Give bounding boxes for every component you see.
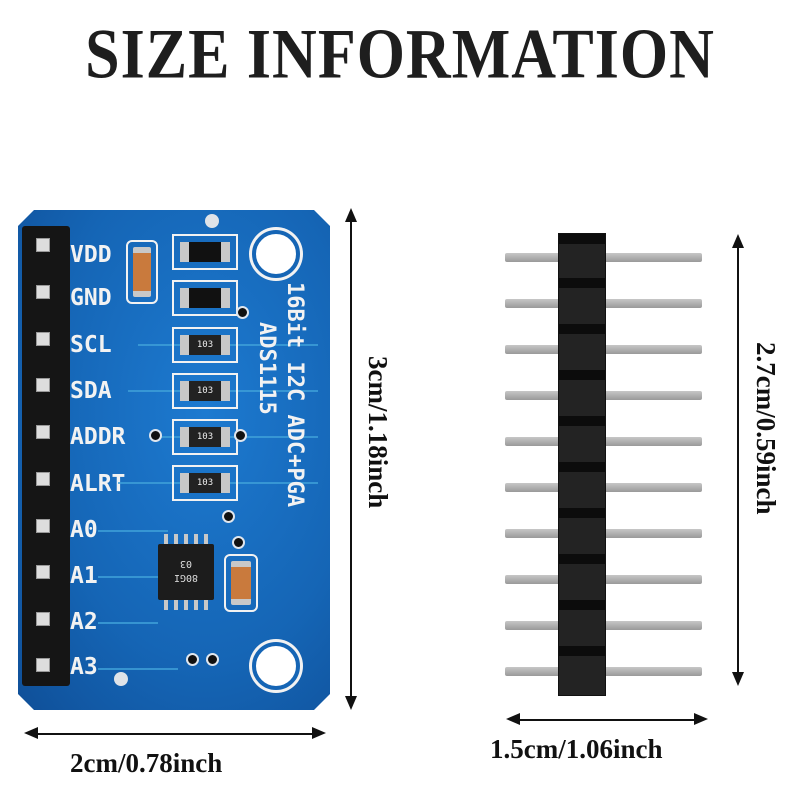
arrow-right-icon — [694, 713, 708, 725]
arrow-left-icon — [24, 727, 38, 739]
resistor: 103 — [180, 427, 230, 447]
chip-leg — [204, 600, 208, 610]
pin-label-vdd: VDD — [70, 242, 112, 268]
pin-label-a3: A3 — [70, 654, 98, 680]
header-width-line — [512, 719, 702, 721]
via — [236, 306, 249, 319]
resistor-outline: 103 — [172, 373, 238, 409]
board-height-label: 3cm/1.18inch — [363, 356, 393, 509]
header-width-label: 1.5cm/1.06inch — [490, 734, 663, 764]
pin-alrt — [36, 472, 50, 486]
trace — [98, 668, 178, 670]
adc-chip: 03 80GI — [158, 544, 214, 600]
pin-label-gnd: GND — [70, 285, 112, 311]
capacitor-outline — [126, 240, 158, 304]
silkscreen-dot — [205, 214, 219, 228]
arrow-down-icon — [345, 696, 357, 710]
pin-a1 — [36, 565, 50, 579]
pin-label-scl: SCL — [70, 332, 112, 358]
capacitor — [231, 561, 251, 605]
via — [206, 653, 219, 666]
arrow-up-icon — [345, 208, 357, 222]
via — [232, 536, 245, 549]
pin-label-alrt: ALRT — [70, 471, 126, 497]
header-height-line — [737, 240, 739, 680]
diode — [180, 288, 230, 308]
trace — [98, 530, 168, 532]
pin-label-a0: A0 — [70, 517, 98, 543]
chip-marking-line2: 03 — [179, 558, 193, 569]
via — [222, 510, 235, 523]
resistor-outline: 103 — [172, 465, 238, 501]
resistor: 103 — [180, 381, 230, 401]
chip-leg — [174, 600, 178, 610]
trace — [98, 576, 158, 578]
chip-leg — [164, 534, 168, 544]
pin-gnd — [36, 285, 50, 299]
arrow-up-icon — [732, 234, 744, 248]
chip-leg — [204, 534, 208, 544]
capacitor — [133, 247, 151, 297]
via — [186, 653, 199, 666]
resistor-outline: 103 — [172, 419, 238, 455]
board-width-line — [30, 733, 320, 735]
board-silkscreen-description: 16Bit I2C ADC+PGA — [282, 282, 307, 508]
board-pin-header — [22, 226, 70, 686]
pin-vdd — [36, 238, 50, 252]
arrow-down-icon — [732, 672, 744, 686]
resistor: 103 — [180, 335, 230, 355]
board-silkscreen-model: ADS1115 — [254, 322, 279, 415]
via — [149, 429, 162, 442]
arrow-right-icon — [312, 727, 326, 739]
pin-label-a1: A1 — [70, 563, 98, 589]
trace — [98, 622, 158, 624]
chip-marking-line1: 80GI — [173, 572, 199, 583]
pin-label-sda: SDA — [70, 378, 112, 404]
chip-leg — [184, 534, 188, 544]
pin-a3 — [36, 658, 50, 672]
mounting-hole — [252, 642, 300, 690]
board-height-line — [350, 214, 352, 704]
ads1115-board: VDD GND SCL SDA ADDR ALRT A0 A1 A2 A3 10… — [18, 210, 330, 710]
chip-leg — [194, 600, 198, 610]
resistor-outline: 103 — [172, 327, 238, 363]
chip-leg — [184, 600, 188, 610]
chip-leg — [164, 600, 168, 610]
capacitor-outline — [224, 554, 258, 612]
arrow-left-icon — [506, 713, 520, 725]
via — [234, 429, 247, 442]
pin-addr — [36, 425, 50, 439]
pin-header-body — [558, 233, 606, 696]
component-outline — [172, 280, 238, 316]
pin-a2 — [36, 612, 50, 626]
chip-leg — [194, 534, 198, 544]
pin-sda — [36, 378, 50, 392]
resistor: 103 — [180, 473, 230, 493]
silkscreen-dot — [114, 672, 128, 686]
header-height-label: 2.7cm/0.59inch — [751, 342, 781, 515]
board-width-label: 2cm/0.78inch — [70, 748, 223, 778]
pin-label-addr: ADDR — [70, 424, 126, 450]
chip-leg — [174, 534, 178, 544]
page-title: SIZE INFORMATION — [85, 15, 715, 94]
pin-a0 — [36, 519, 50, 533]
component-outline — [172, 234, 238, 270]
mounting-hole — [252, 230, 300, 278]
pin-scl — [36, 332, 50, 346]
diode — [180, 242, 230, 262]
pin-label-a2: A2 — [70, 609, 98, 635]
